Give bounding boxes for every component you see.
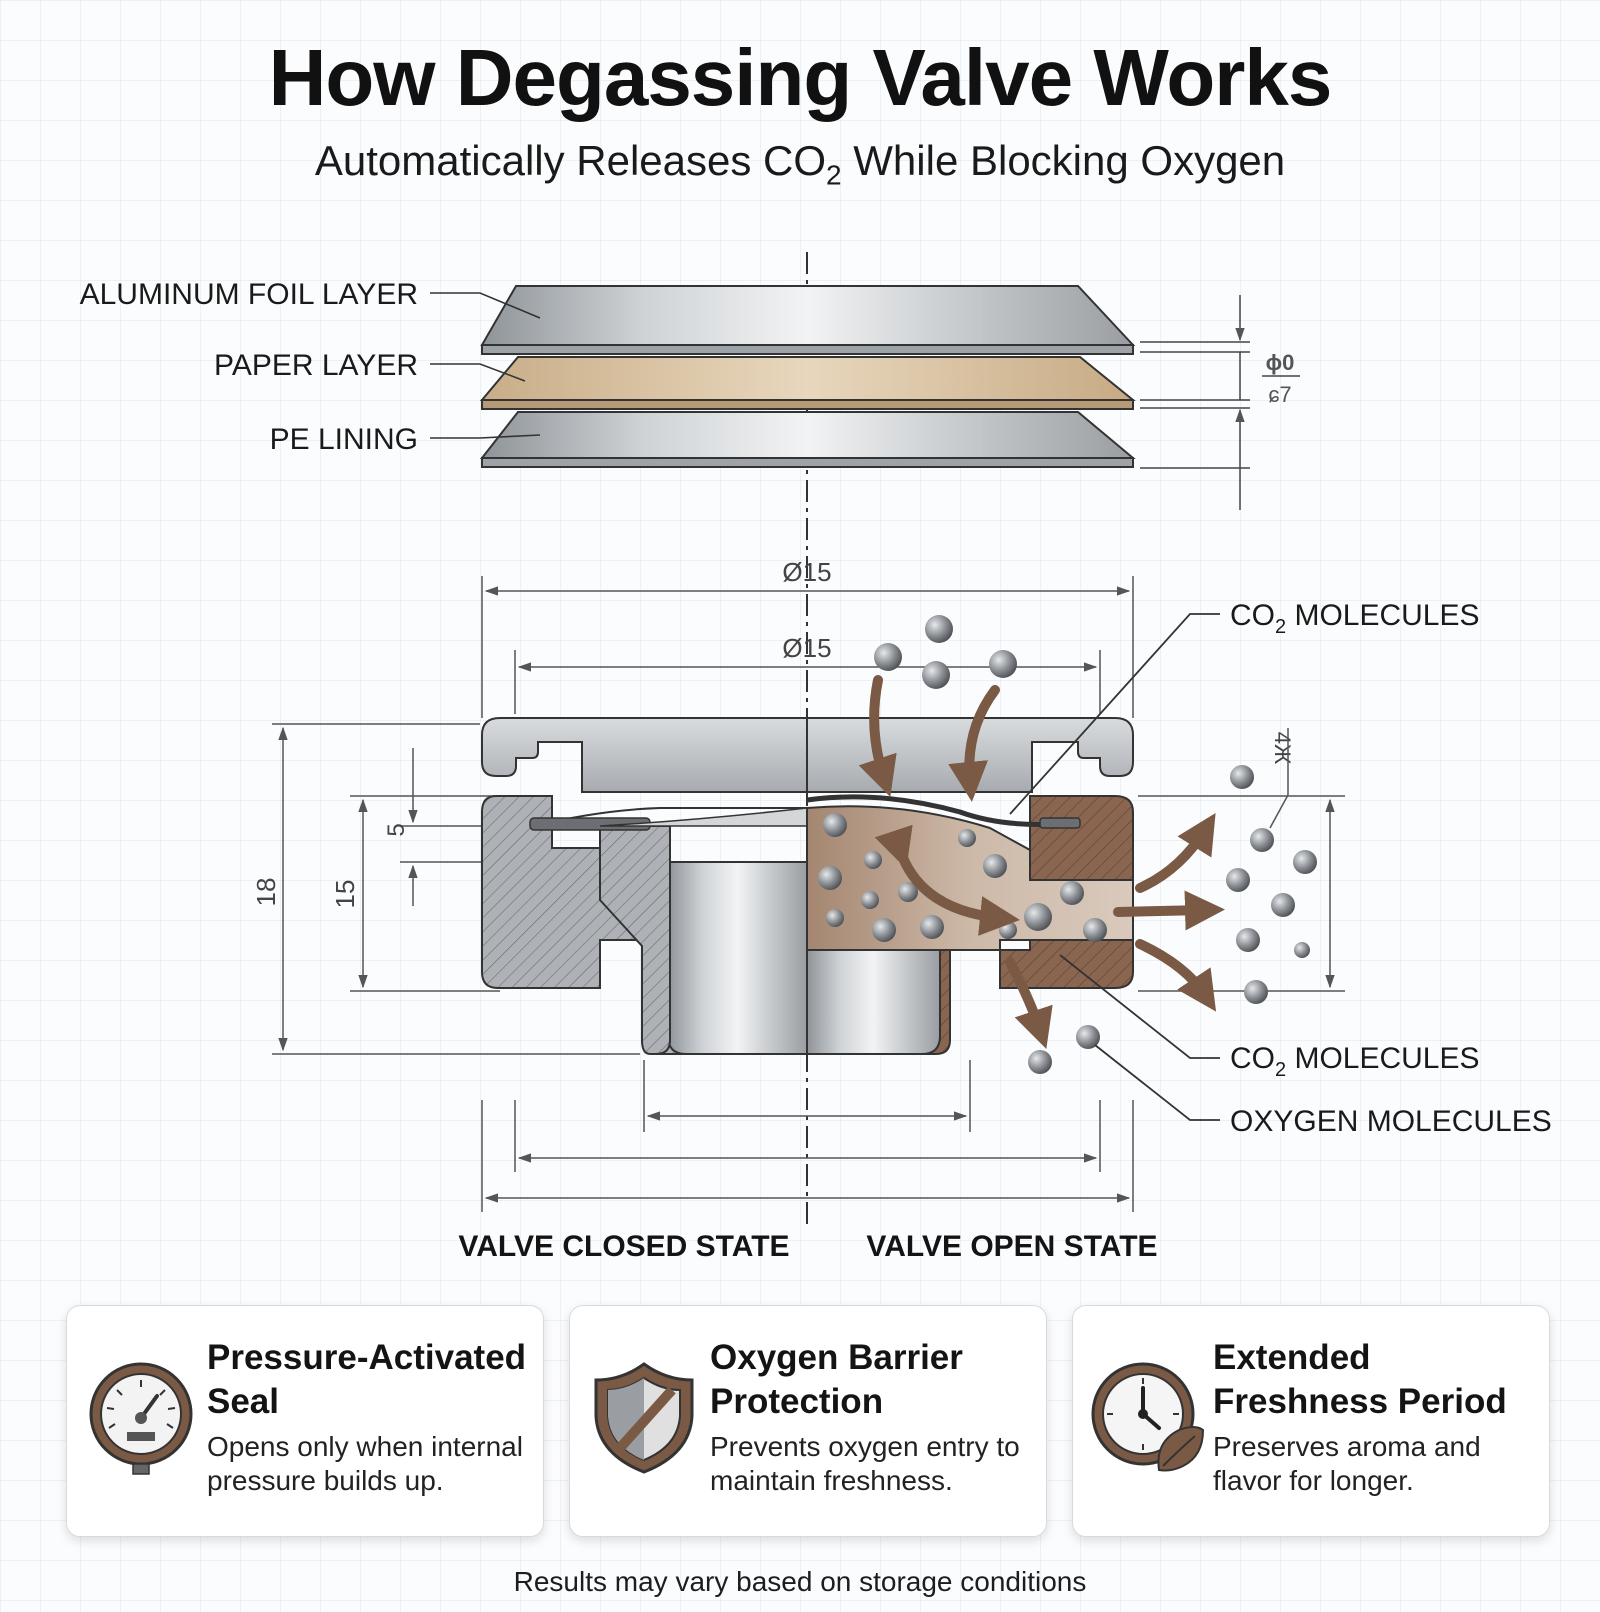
clock-leaf-icon bbox=[1091, 1362, 1205, 1472]
card-title: Oxygen Barrier Protection bbox=[710, 1338, 963, 1421]
card-text: Preserves aroma and flavor for longer. bbox=[1213, 1431, 1481, 1496]
layer-thickness-dimension bbox=[1140, 295, 1300, 510]
page-title: How Degassing Valve Works bbox=[268, 33, 1333, 122]
feature-card-freshness: Extended Freshness Period Preserves arom… bbox=[1072, 1305, 1550, 1537]
material-layers bbox=[479, 285, 1136, 468]
label-pe-lining: PE LINING bbox=[270, 423, 418, 456]
card-title: Extended Freshness Period bbox=[1213, 1338, 1507, 1421]
label-valve-open: VALVE OPEN STATE bbox=[866, 1230, 1157, 1263]
shield-icon bbox=[594, 1362, 694, 1474]
dim-height-body: 15 bbox=[330, 880, 360, 909]
feature-cards: Pressure-Activated Seal Opens only when … bbox=[66, 1305, 1550, 1537]
label-oxygen-molecules: OXYGEN MOLECULES bbox=[1230, 1105, 1552, 1138]
label-co2-molecules-top: CO2 MOLECULES bbox=[1230, 599, 1480, 638]
dim-height-gap: 5 bbox=[383, 823, 410, 836]
feature-card-oxygen: Oxygen Barrier Protection Prevents oxyge… bbox=[569, 1305, 1047, 1537]
card-text: Opens only when internal pressure builds… bbox=[207, 1431, 523, 1496]
footnote: Results may vary based on storage condit… bbox=[513, 1566, 1087, 1597]
valve-diagram: ALUMINUM FOIL LAYER PAPER LAYER PE LININ… bbox=[80, 252, 1552, 1263]
dim-inner-diameter: Ø15 bbox=[782, 633, 831, 663]
card-text: Prevents oxygen entry to maintain freshn… bbox=[710, 1431, 1020, 1496]
label-aluminum-foil: ALUMINUM FOIL LAYER bbox=[80, 278, 418, 311]
label-co2-molecules-bottom: CO2 MOLECULES bbox=[1230, 1042, 1480, 1081]
dim-outer-diameter: Ø15 bbox=[782, 557, 831, 587]
page-subtitle: Automatically Releases CO2 While Blockin… bbox=[314, 137, 1286, 191]
dim-right-mark: 4Ж bbox=[1270, 732, 1295, 765]
oxygen-molecules bbox=[1028, 1025, 1100, 1074]
callout-leaders bbox=[1009, 613, 1220, 1121]
gas-flow-arrows bbox=[858, 675, 1225, 1049]
feature-card-pressure: Pressure-Activated Seal Opens only when … bbox=[66, 1305, 544, 1537]
label-valve-closed: VALVE CLOSED STATE bbox=[458, 1230, 789, 1263]
dim-height-total: 18 bbox=[251, 878, 281, 907]
valve-closed-half bbox=[481, 717, 808, 1055]
layer-mark-top: ɸ0 bbox=[1266, 350, 1295, 375]
layer-mark-bottom: ɕ7 bbox=[1268, 382, 1291, 407]
label-paper-layer: PAPER LAYER bbox=[214, 349, 418, 382]
card-title: Pressure-Activated Seal bbox=[207, 1338, 527, 1421]
pressure-gauge-icon bbox=[89, 1362, 193, 1475]
